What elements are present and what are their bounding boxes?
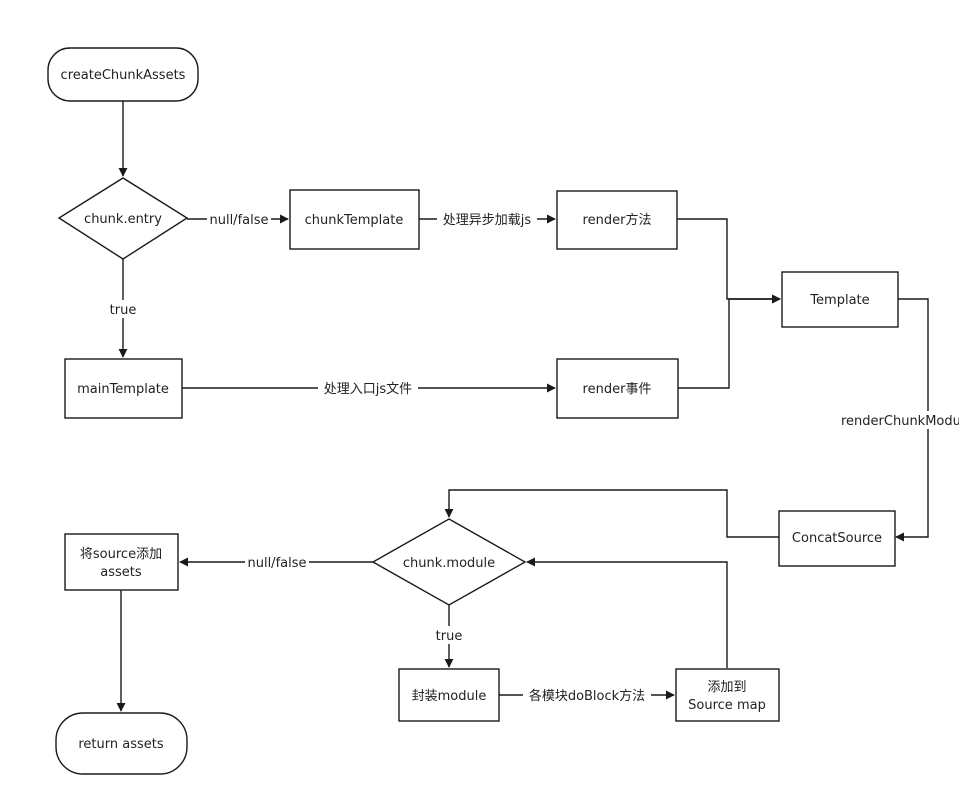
node-add-source-assets-line1: 将source添加: [80, 547, 162, 562]
node-concat-source-label: ConcatSource: [792, 531, 882, 546]
node-add-source-map-line2: Source map: [688, 698, 766, 713]
edge-render-method-to-template: [677, 218, 781, 304]
node-create-chunk-assets: createChunkAssets: [47, 47, 199, 102]
node-add-source-assets: 将source添加 assets: [64, 533, 179, 591]
edge-label-do-block: 各模块doBlock方法: [529, 688, 645, 704]
edge-label-module-false: null/false: [247, 556, 306, 571]
node-chunk-template-label: chunkTemplate: [305, 213, 404, 228]
node-render-event: render事件: [556, 358, 679, 419]
edge-sourcemap-to-module: [526, 557, 728, 668]
node-chunk-template: chunkTemplate: [289, 189, 420, 250]
node-main-template: mainTemplate: [64, 358, 183, 419]
node-render-method-label: render方法: [583, 212, 652, 228]
node-return-assets: return assets: [55, 712, 188, 775]
node-wrap-module: 封装module: [398, 668, 500, 722]
node-chunk-module-decision: chunk.module: [371, 518, 527, 606]
edge-render-event-to-template: [678, 294, 781, 389]
edge-label-entry-js: 处理入口js文件: [324, 382, 412, 397]
node-template: Template: [781, 271, 899, 328]
edge-label-module-true: true: [436, 629, 463, 644]
node-add-source-map-line1: 添加到: [707, 680, 746, 695]
node-chunk-entry-decision: chunk.entry: [57, 177, 189, 260]
node-wrap-module-label: 封装module: [412, 689, 487, 704]
edge-label-entry-false: null/false: [209, 213, 268, 228]
node-add-source-map: 添加到 Source map: [675, 668, 780, 722]
node-add-source-assets-line2: assets: [100, 565, 142, 580]
node-main-template-label: mainTemplate: [77, 382, 169, 397]
node-create-chunk-assets-label: createChunkAssets: [61, 68, 186, 83]
node-chunk-module-label: chunk.module: [403, 556, 495, 571]
node-render-method: render方法: [556, 190, 678, 250]
node-concat-source: ConcatSource: [778, 510, 896, 567]
node-return-assets-label: return assets: [78, 737, 163, 752]
edge-label-async-js: 处理异步加载js: [443, 213, 532, 228]
edge-concatsource-to-module: [444, 489, 779, 538]
node-chunk-entry-label: chunk.entry: [84, 212, 162, 227]
node-template-label: Template: [809, 293, 869, 308]
edge-label-entry-true: true: [110, 303, 137, 318]
edge-label-render-chunk-modules: renderChunkModules: [841, 414, 959, 429]
node-render-event-label: render事件: [583, 382, 652, 397]
